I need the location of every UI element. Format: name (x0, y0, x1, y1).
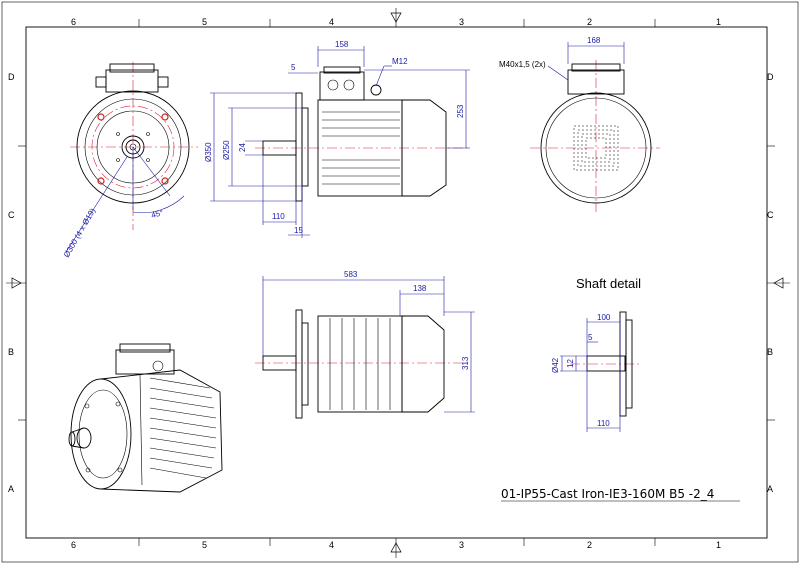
zone-row-label: C (8, 210, 15, 220)
zone-col-label: 4 (329, 540, 334, 550)
thread-label: M12 (392, 57, 408, 66)
zone-col-label: 3 (459, 17, 464, 27)
shaft-len-dim: 110 (272, 212, 285, 221)
total-length-dim: 583 (344, 270, 358, 279)
zone-col-label: 5 (202, 540, 207, 550)
key-height-dim: 12 (566, 359, 575, 368)
zone-row-label: A (8, 484, 14, 494)
zone-col-label: 1 (716, 540, 721, 550)
centering-arrow-right (767, 277, 790, 289)
flange-thk-dim: 5 (291, 63, 296, 72)
zone-col-label: 6 (71, 17, 76, 27)
zone-row-label: B (767, 347, 773, 357)
bolt-hole-icon (161, 113, 169, 121)
inner-frame (25, 26, 768, 539)
bolt-hole-icon (97, 177, 105, 185)
shaft-dia-dim: 24 (238, 143, 247, 152)
top-view (255, 276, 475, 419)
zone-col-label: 4 (329, 17, 334, 27)
rear-view (530, 42, 660, 212)
key-width-dim: 5 (588, 333, 593, 342)
isometric-view (68, 343, 223, 493)
angle-dim: 45° (150, 208, 164, 220)
centering-arrow-top (390, 8, 402, 27)
side-view (210, 46, 470, 238)
zone-col-label: 6 (71, 540, 76, 550)
zone-col-label: 3 (459, 540, 464, 550)
box-width-dim: 158 (335, 40, 349, 49)
centering-arrow-left (6, 277, 26, 289)
zone-col-label: 2 (587, 17, 592, 27)
zone-row-label: D (8, 72, 15, 82)
gland-label: M40x1,5 (2x) (499, 60, 546, 69)
zone-row-label: A (767, 484, 773, 494)
bolt-hole-icon (161, 177, 169, 185)
front-view (65, 62, 198, 253)
zone-col-label: 5 (202, 17, 207, 27)
bolt-hole-icon (97, 113, 105, 121)
zone-col-label: 1 (716, 17, 721, 27)
shaft-length-dim: 100 (597, 313, 611, 322)
spigot-len-dim: 15 (294, 226, 303, 235)
zone-ticks (18, 19, 775, 546)
rear-box-width-dim: 168 (587, 36, 601, 45)
zone-row-label: D (767, 72, 774, 82)
spigot-dia-dim: Ø250 (222, 140, 231, 160)
total-height-dim: 313 (461, 356, 470, 370)
shaft-detail-view (560, 311, 640, 432)
zone-row-label: B (8, 347, 14, 357)
shaft-dia-detail-dim: Ø42 (551, 357, 560, 373)
shaft-detail-heading: Shaft detail (576, 276, 641, 291)
zone-col-label: 2 (587, 540, 592, 550)
bolt-circle-dim: Ø300 (4 x Ø19) (62, 206, 98, 259)
flange-dia-dim: Ø350 (204, 142, 213, 162)
zone-row-label: C (767, 210, 774, 220)
height-dim: 253 (456, 104, 465, 118)
centering-arrow-bottom (390, 538, 402, 558)
fan-length-dim: 138 (413, 284, 427, 293)
drawing-title: 01-IP55-Cast Iron-IE3-160M B5 -2_4 (501, 487, 714, 501)
fan-grille (573, 125, 619, 171)
shaft-overall-dim: 110 (597, 419, 610, 428)
